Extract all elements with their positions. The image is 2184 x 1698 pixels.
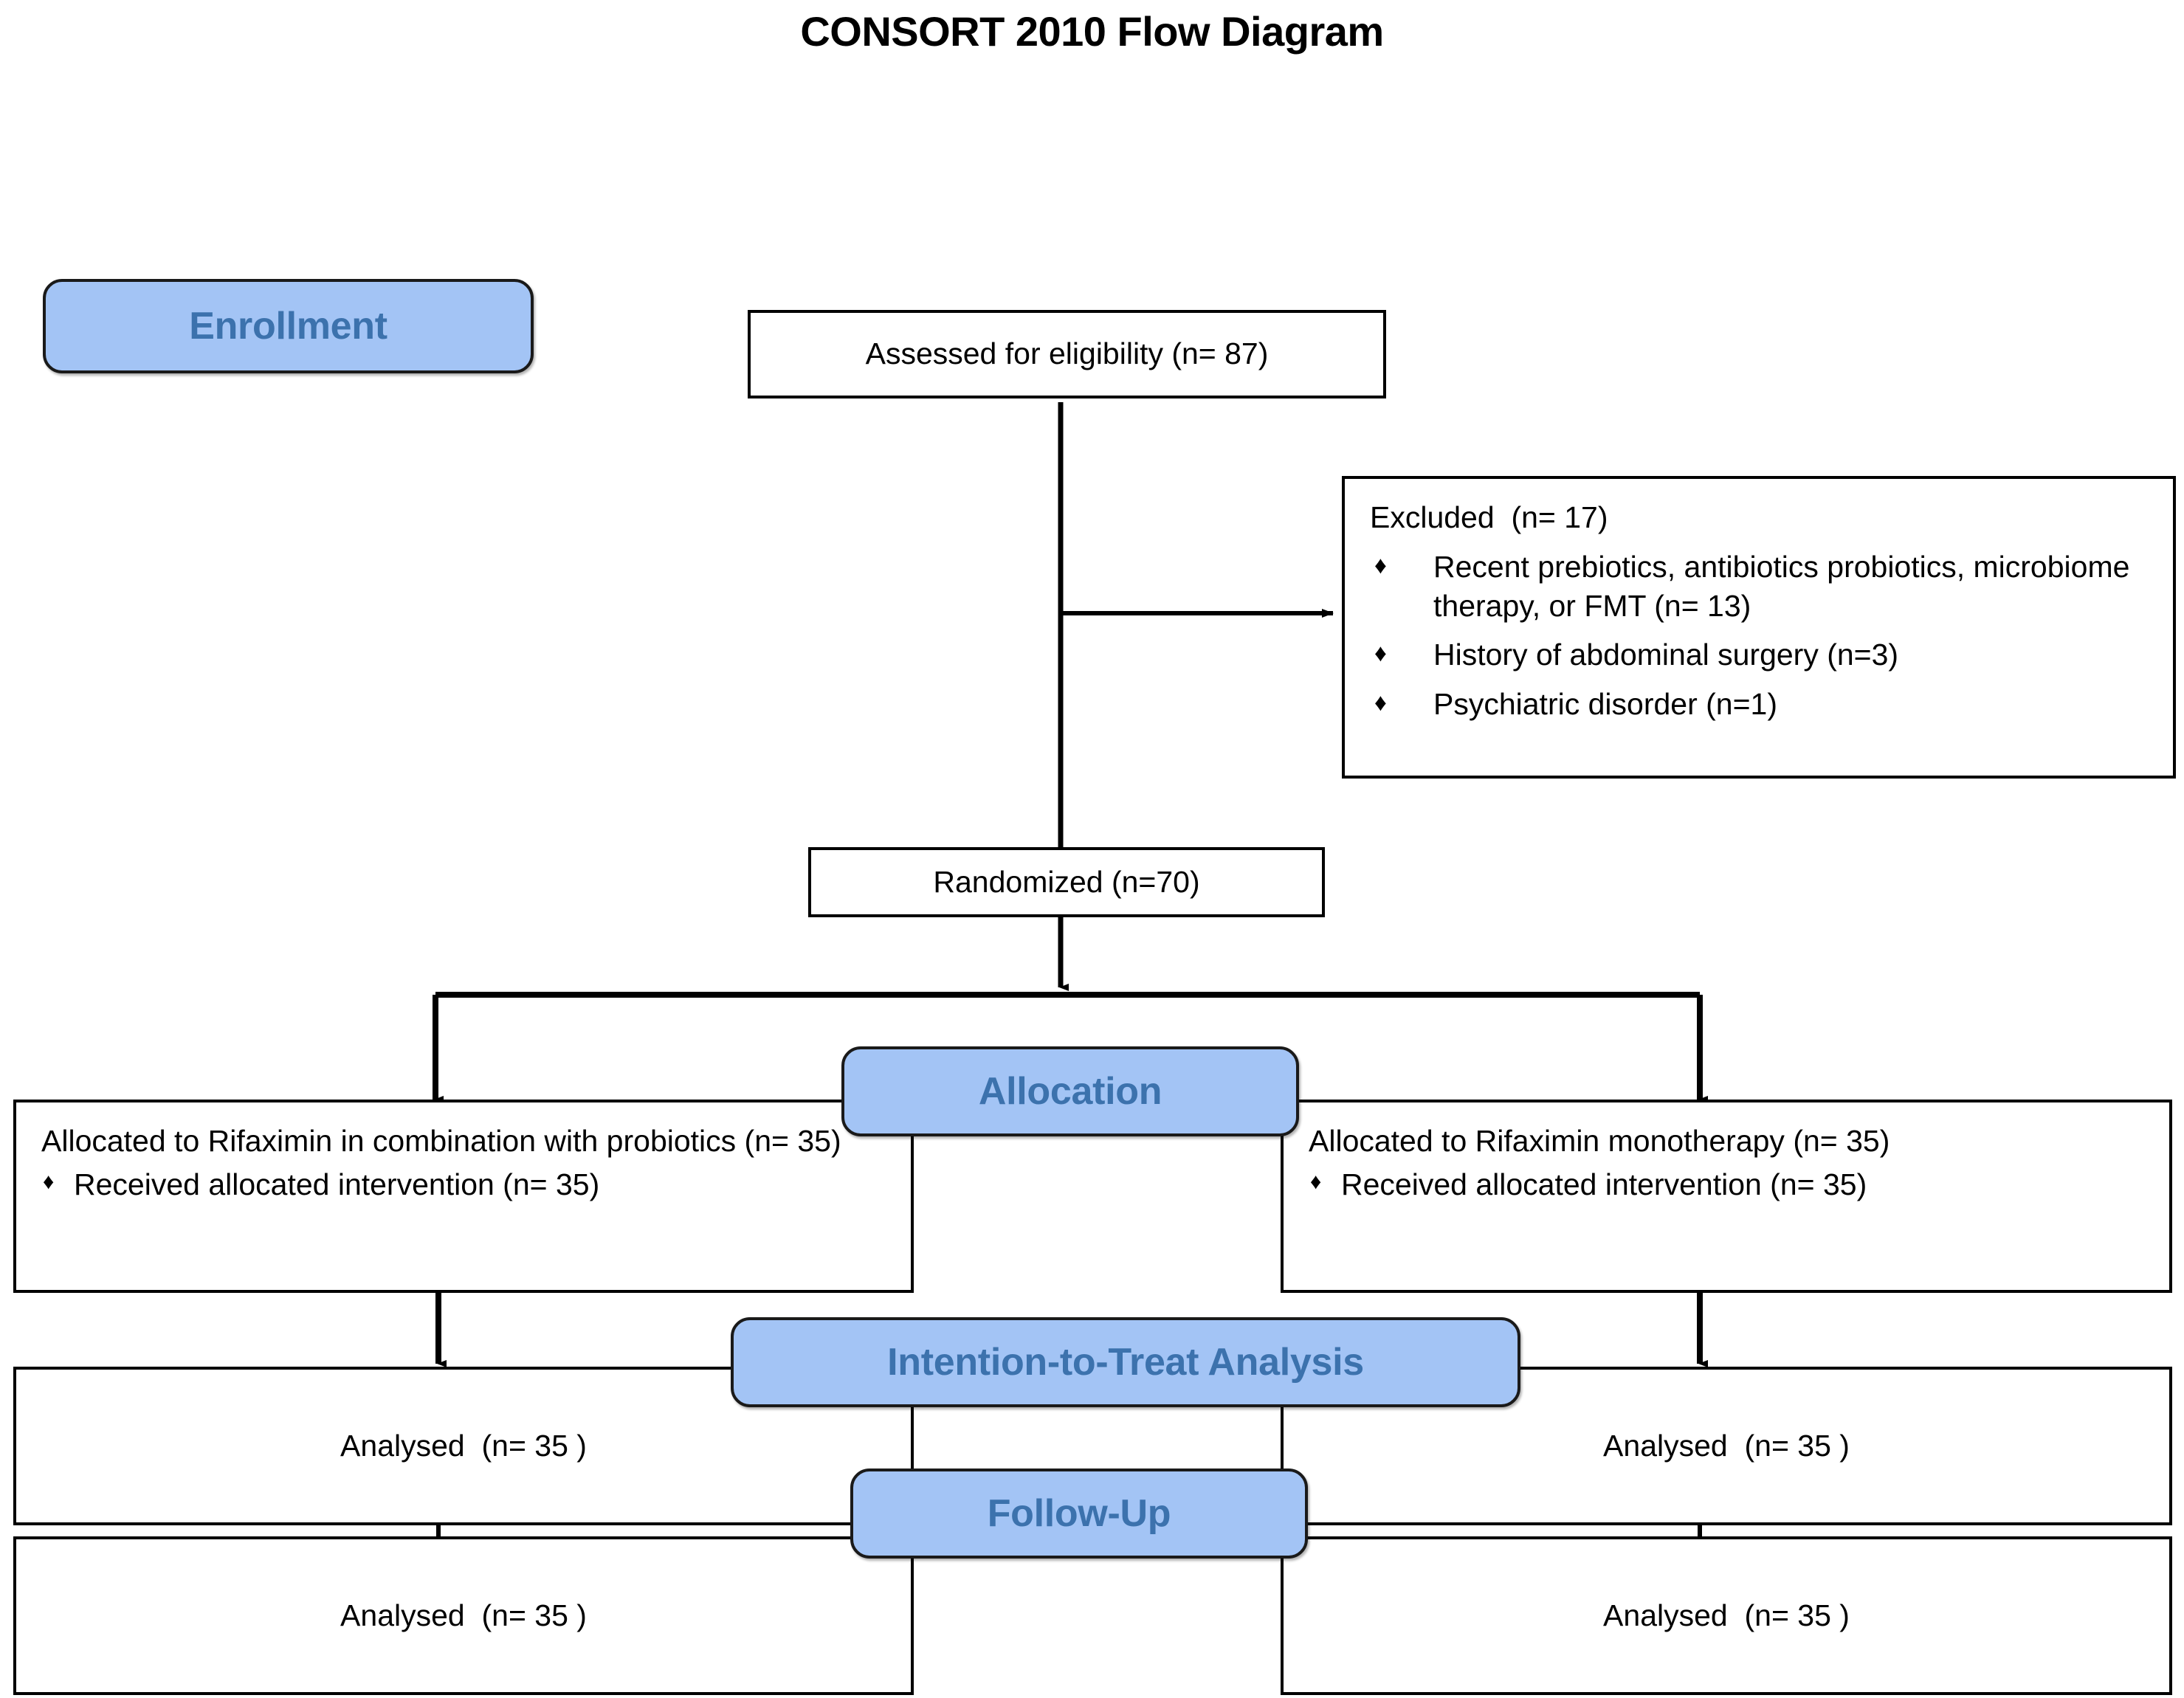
followup-analysed-right-box: Analysed (n= 35 ) — [1281, 1536, 2172, 1695]
excluded-box: Excluded (n= 17) ♦ Recent prebiotics, an… — [1342, 476, 2176, 779]
excluded-reason-text: Recent prebiotics, antibiotics probiotic… — [1433, 550, 2130, 623]
diamond-bullet-icon: ♦ — [1310, 1170, 1322, 1195]
list-item: ♦ Received allocated intervention (n= 35… — [41, 1165, 895, 1204]
randomized-text: Randomized (n=70) — [933, 864, 1200, 899]
allocation-right-heading: Allocated to Rifaximin monotherapy (n= 3… — [1309, 1124, 1890, 1158]
allocation-left-list: ♦ Received allocated intervention (n= 35… — [41, 1165, 895, 1204]
stage-badge-intention-to-treat-label: Intention-to-Treat Analysis — [887, 1341, 1364, 1384]
diamond-bullet-icon: ♦ — [43, 1170, 55, 1195]
itt-analysed-right-text: Analysed (n= 35 ) — [1603, 1428, 1850, 1463]
list-item: ♦ Recent prebiotics, antibiotics probiot… — [1370, 548, 2157, 625]
stage-badge-enrollment: Enrollment — [43, 279, 534, 373]
stage-badge-follow-up-label: Follow-Up — [987, 1492, 1171, 1535]
diamond-bullet-icon: ♦ — [1374, 688, 1387, 716]
stage-badge-follow-up: Follow-Up — [850, 1469, 1308, 1559]
stage-badge-intention-to-treat: Intention-to-Treat Analysis — [731, 1317, 1520, 1407]
randomized-box: Randomized (n=70) — [808, 847, 1325, 917]
allocation-left-item-text: Received allocated intervention (n= 35) — [74, 1167, 600, 1202]
allocation-left-box: Allocated to Rifaximin in combination wi… — [13, 1100, 914, 1293]
list-item: ♦ Received allocated intervention (n= 35… — [1309, 1165, 2153, 1204]
allocation-left-heading: Allocated to Rifaximin in combination wi… — [41, 1124, 841, 1158]
stage-badge-allocation: Allocation — [841, 1046, 1299, 1136]
itt-analysed-left-text: Analysed (n= 35 ) — [340, 1428, 587, 1463]
diamond-bullet-icon: ♦ — [1374, 639, 1387, 667]
list-item: ♦ Psychiatric disorder (n=1) — [1370, 685, 2157, 723]
assessed-for-eligibility-text: Assessed for eligibility (n= 87) — [865, 337, 1269, 371]
excluded-reason-list: ♦ Recent prebiotics, antibiotics probiot… — [1370, 548, 2157, 723]
excluded-reason-text: Psychiatric disorder (n=1) — [1433, 686, 1777, 721]
allocation-right-item-text: Received allocated intervention (n= 35) — [1341, 1167, 1867, 1202]
list-item: ♦ History of abdominal surgery (n=3) — [1370, 635, 2157, 674]
diamond-bullet-icon: ♦ — [1374, 551, 1387, 579]
followup-analysed-left-box: Analysed (n= 35 ) — [13, 1536, 914, 1695]
page-title: CONSORT 2010 Flow Diagram — [800, 8, 1384, 55]
allocation-right-box: Allocated to Rifaximin monotherapy (n= 3… — [1281, 1100, 2172, 1293]
allocation-right-list: ♦ Received allocated intervention (n= 35… — [1309, 1165, 2153, 1204]
assessed-for-eligibility-box: Assessed for eligibility (n= 87) — [748, 310, 1386, 398]
followup-analysed-left-text: Analysed (n= 35 ) — [340, 1598, 587, 1632]
stage-badge-allocation-label: Allocation — [978, 1070, 1162, 1113]
excluded-heading: Excluded (n= 17) — [1370, 500, 1608, 534]
followup-analysed-right-text: Analysed (n= 35 ) — [1603, 1598, 1850, 1632]
stage-badge-enrollment-label: Enrollment — [189, 305, 387, 348]
excluded-reason-text: History of abdominal surgery (n=3) — [1433, 638, 1899, 672]
